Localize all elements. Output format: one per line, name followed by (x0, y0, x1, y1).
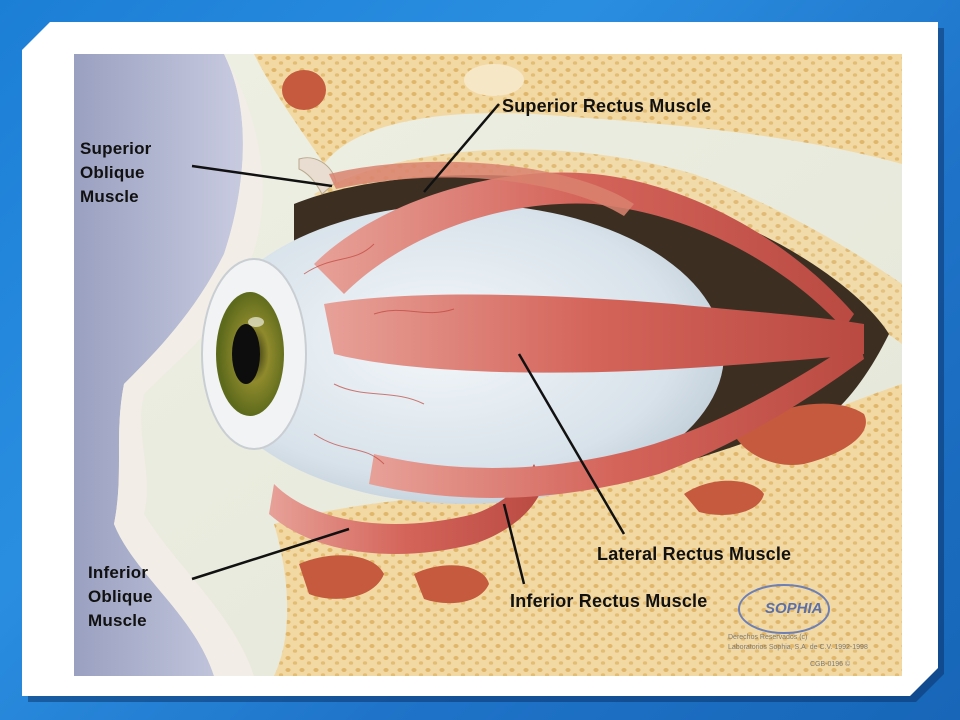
skin-edge (114, 54, 263, 676)
eye-highlight (248, 317, 264, 327)
pupil (232, 324, 260, 384)
superior-oblique-muscle (329, 161, 634, 216)
inferior-rectus-muscle (369, 339, 864, 498)
copyright-line-2: Laboratorios Sophia, S.A. de C.V. 1992-1… (728, 644, 868, 651)
image-code: CGB-0196 © (810, 661, 851, 668)
label-lateral-rectus: Lateral Rectus Muscle (597, 544, 792, 564)
bone-light-patch (464, 64, 524, 96)
label-superior-oblique-2: Oblique (80, 163, 145, 182)
blood-vessels (303, 243, 455, 465)
lower-orbital-bone (274, 384, 902, 676)
copyright-line-1: Derechos Reservados (c) (728, 634, 808, 641)
pointer-lines (191, 103, 626, 585)
label-inferior-oblique-2: Oblique (88, 587, 153, 606)
label-inferior-rectus: Inferior Rectus Muscle (510, 591, 708, 611)
lower-sinus-3 (299, 555, 384, 599)
lateral-rectus-muscle (324, 294, 864, 373)
upper-orbital-bone (254, 54, 902, 164)
label-inferior-oblique-1: Inferior (88, 563, 149, 582)
sophia-logo-mark (738, 584, 830, 634)
superior-rectus-muscle (314, 172, 854, 329)
label-superior-oblique-1: Superior (80, 139, 152, 158)
sophia-logo-text: SOPHIA (765, 600, 823, 617)
face-region (74, 54, 243, 676)
sinus-cavity (282, 70, 326, 110)
eye-muscle-illustration (74, 54, 902, 676)
label-inferior-oblique-3: Muscle (88, 611, 147, 630)
lower-sinus-4 (414, 565, 489, 604)
label-superior-oblique-3: Muscle (80, 187, 139, 206)
lower-sinus-2 (684, 480, 764, 515)
label-superior-rectus: Superior Rectus Muscle (502, 96, 712, 116)
